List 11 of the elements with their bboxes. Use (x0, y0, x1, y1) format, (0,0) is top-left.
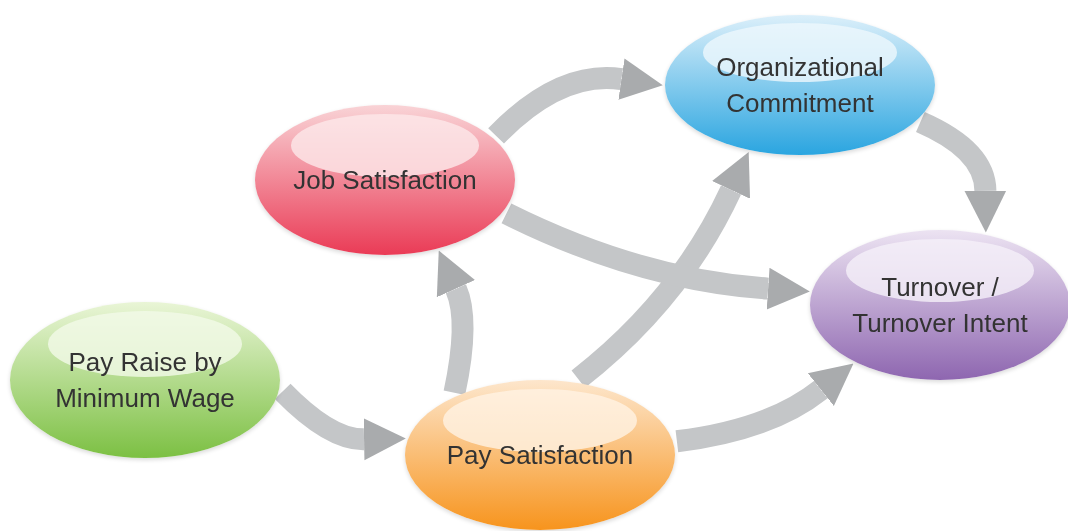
node-label: Pay Satisfaction (445, 439, 635, 472)
node-label: Pay Raise by Minimum Wage (54, 346, 236, 415)
arrow (436, 249, 476, 395)
node-label: Job Satisfaction (292, 164, 478, 197)
arrow (571, 152, 750, 388)
arrow (274, 383, 406, 461)
arrow (675, 364, 855, 453)
arrow (501, 203, 810, 310)
node-label: Turnover / Turnover Intent (851, 271, 1029, 340)
arrow (488, 58, 664, 144)
node-label: Organizational Commitment (715, 51, 885, 120)
